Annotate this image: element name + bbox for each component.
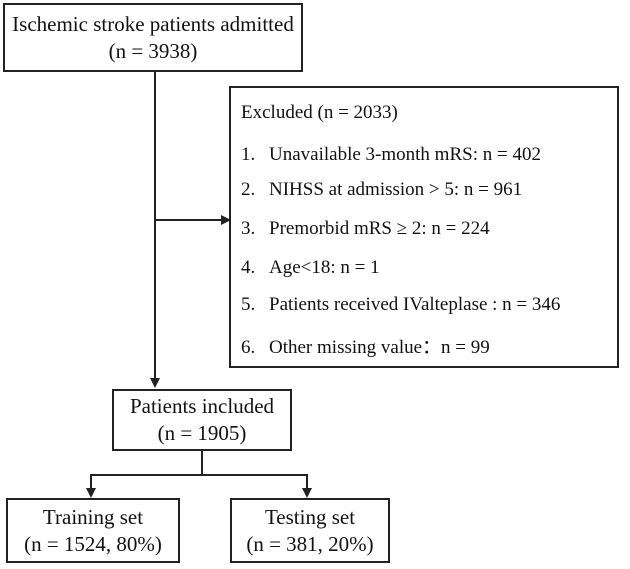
excluded-item: 3. Premorbid mRS ≥ 2: n = 224	[241, 218, 490, 240]
excluded-item-number: 2.	[241, 179, 256, 200]
admitted-box: Ischemic stroke patients admitted (n = 3…	[3, 3, 303, 72]
excluded-item-number: 3.	[241, 218, 256, 239]
excluded-title: Excluded (n = 2033)	[241, 102, 398, 123]
training-count: (n = 1524, 80%)	[24, 531, 162, 556]
included-box: Patients included (n = 1905)	[112, 389, 292, 451]
excluded-item: 1. Unavailable 3-month mRS: n = 402	[241, 144, 541, 166]
excluded-item-text: NIHSS at admission > 5: n = 961	[269, 179, 523, 200]
testing-drop-connector	[306, 474, 308, 488]
testing-label: Testing set	[264, 504, 356, 529]
split-horizontal-connector	[90, 474, 308, 476]
excluded-item: 5. Patients received IValteplase : n = 34…	[241, 294, 560, 316]
admitted-label: Ischemic stroke patients admitted	[12, 11, 294, 36]
arrow-to-included	[150, 378, 160, 388]
excluded-item-text: Age<18: n = 1	[269, 257, 380, 278]
excluded-item-text: Premorbid mRS ≥ 2: n = 224	[269, 218, 490, 239]
admitted-count: (n = 3938)	[108, 38, 198, 63]
excluded-item-number: 6.	[241, 337, 256, 358]
excluded-item-text: Other missing value：n = 99	[269, 337, 490, 358]
training-label: Training set	[42, 504, 144, 529]
split-vertical-connector	[201, 451, 203, 475]
excluded-item-text: Unavailable 3-month mRS: n = 402	[269, 144, 541, 165]
excluded-item-number: 4.	[241, 257, 256, 278]
testing-count: (n = 381, 20%)	[246, 531, 374, 556]
excluded-branch-connector	[155, 219, 221, 221]
excluded-item: 6. Other missing value：n = 99	[241, 332, 490, 359]
training-drop-connector	[90, 474, 92, 488]
excluded-box: Excluded (n = 2033) 1. Unavailable 3-mont…	[229, 86, 619, 368]
main-vertical-connector	[154, 72, 156, 378]
included-count: (n = 1905)	[157, 421, 247, 445]
arrow-to-excluded	[221, 215, 231, 225]
arrow-to-testing	[302, 488, 312, 498]
excluded-item-number: 5.	[241, 294, 256, 315]
arrow-to-training	[86, 488, 96, 498]
included-label: Patients included	[129, 394, 275, 418]
excluded-item-number: 1.	[241, 144, 256, 165]
excluded-item-text: Patients received IValteplase : n = 346	[269, 294, 561, 315]
testing-set-box: Testing set (n = 381, 20%)	[230, 498, 390, 563]
excluded-item: 4. Age<18: n = 1	[241, 257, 380, 279]
training-set-box: Training set (n = 1524, 80%)	[6, 498, 180, 563]
excluded-item: 2. NIHSS at admission > 5: n = 961	[241, 179, 522, 201]
